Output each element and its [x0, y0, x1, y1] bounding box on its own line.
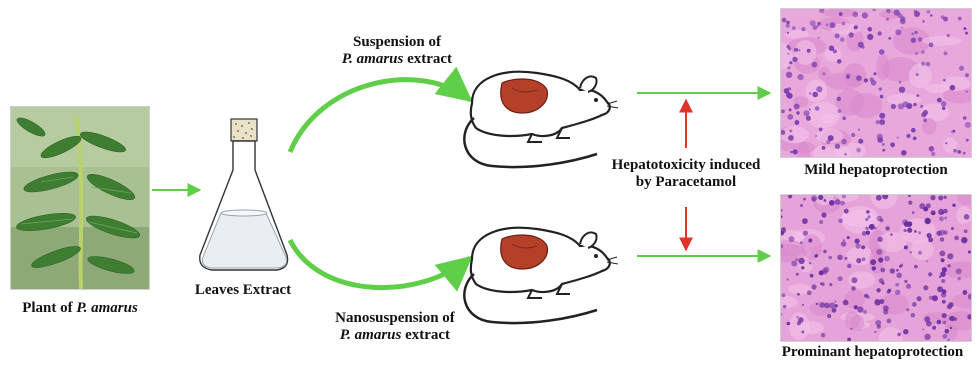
histology-micrograph-top — [780, 8, 972, 158]
mild-outcome-label: Mild hepatoprotection — [780, 162, 972, 179]
histology-micrograph-bottom — [780, 194, 972, 342]
prominant-outcome-label: Prominant hepatoprotection — [770, 344, 975, 361]
toxicity-label: Hepatotoxicity induced by Paracetamol — [606, 157, 766, 191]
